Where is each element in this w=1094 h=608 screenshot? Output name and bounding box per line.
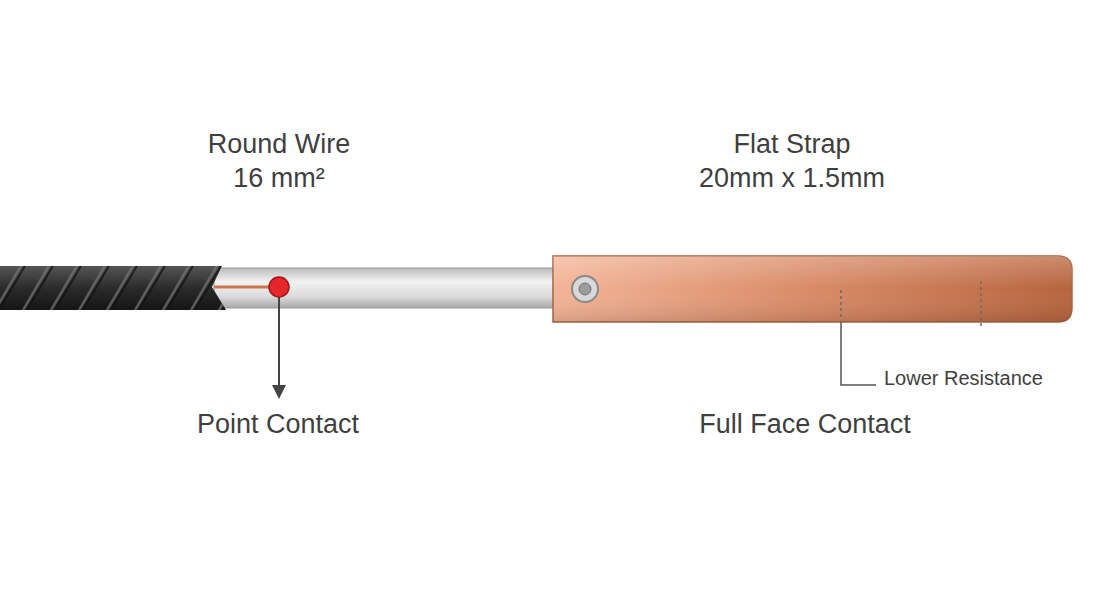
contact-label: Full Face Contact xyxy=(645,408,965,442)
copper-core xyxy=(214,286,272,289)
copper-strap xyxy=(553,256,1072,322)
strap-shading xyxy=(553,256,1072,322)
round-wire xyxy=(0,266,556,392)
leader-arrow xyxy=(278,297,280,392)
callout-label: Lower Resistance xyxy=(884,366,1043,391)
contact-label: Point Contact xyxy=(128,408,428,442)
wire-sheath xyxy=(214,268,556,308)
dashed-marker xyxy=(980,281,982,326)
contact-point xyxy=(269,277,289,297)
conductor-title: Round Wire 16 mm² xyxy=(169,128,389,196)
bolt-hole xyxy=(579,283,591,295)
braided-jacket xyxy=(0,266,226,310)
leader-line xyxy=(841,322,876,385)
dashed-marker xyxy=(840,290,842,320)
bolt xyxy=(572,276,598,302)
flat-strap xyxy=(553,256,1072,385)
conductor-title: Flat Strap 20mm x 1.5mm xyxy=(657,128,927,196)
braid-strands xyxy=(0,266,226,310)
